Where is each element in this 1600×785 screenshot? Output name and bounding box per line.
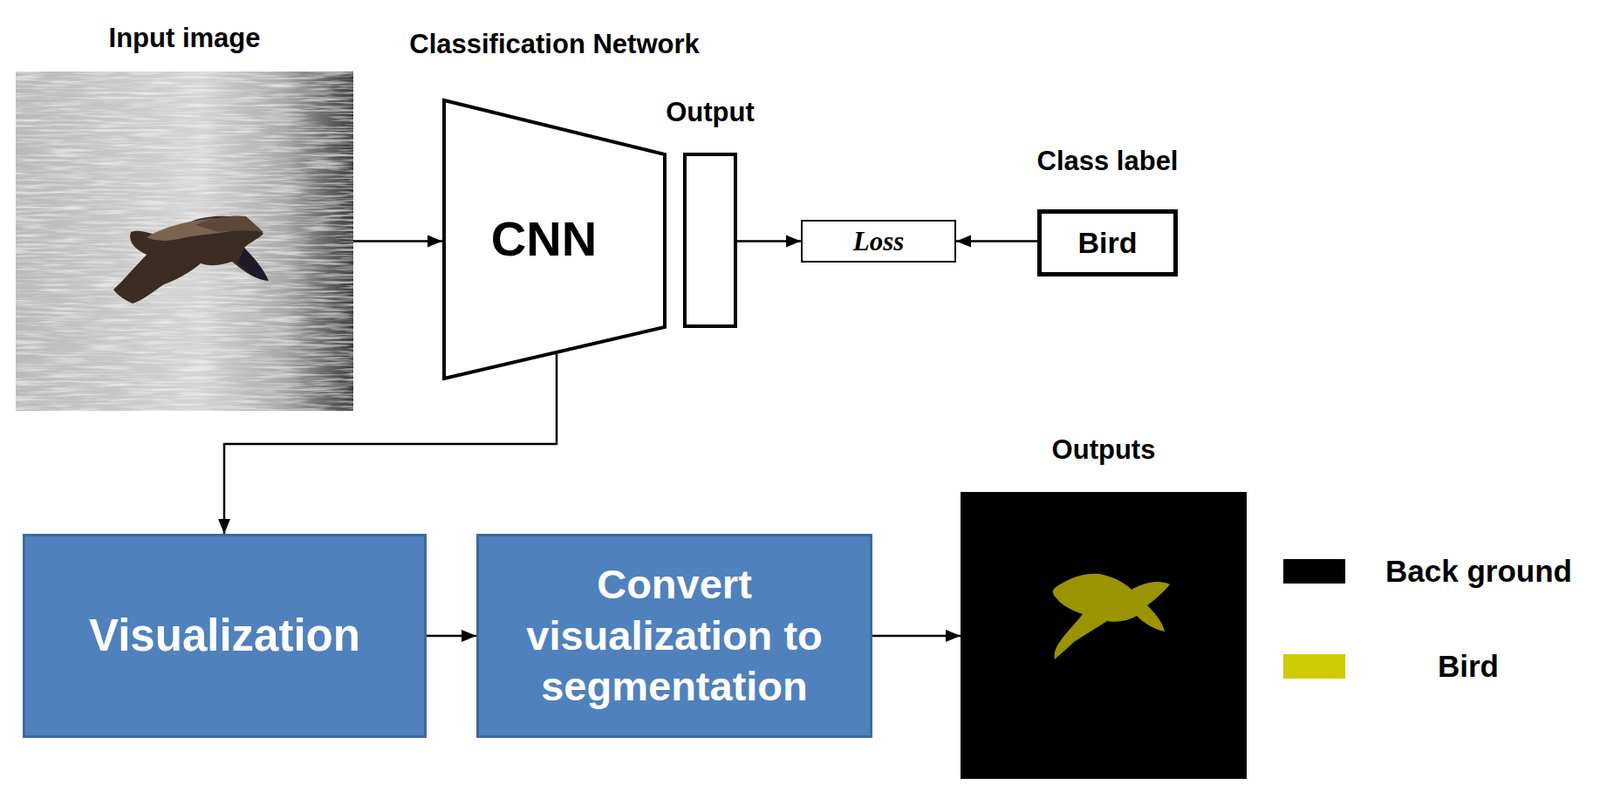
image-panel: Outputs [960, 492, 1247, 780]
segmentation-output [960, 492, 1247, 780]
heading-label: Output [665, 96, 755, 129]
node-text: Bird [1078, 225, 1138, 260]
process-box: Convert visualization to segmentation [476, 533, 873, 739]
legend-swatch [1283, 654, 1346, 679]
arrow-connector [737, 239, 801, 243]
heading-label: Input image [109, 22, 261, 55]
loss-box: Loss [800, 219, 957, 263]
process-box: Visualization [22, 533, 427, 739]
node-text: CNN [491, 211, 597, 267]
output-vector: Output [683, 152, 738, 329]
heading-label: Class label [1037, 145, 1179, 178]
heading-label: Classification Network [409, 28, 699, 61]
node-text: Convert visualization to segmentation [486, 559, 862, 713]
arrow-connector [872, 635, 961, 638]
cnn-trapezoid: Classification NetworkCNN [442, 98, 667, 381]
legend-swatch [1283, 559, 1346, 584]
arrow-connector [426, 635, 477, 638]
node-text: Visualization [37, 610, 413, 663]
legend-text: Back ground [1385, 553, 1573, 589]
heading-label: Outputs [1052, 434, 1156, 466]
arrow-connector [956, 239, 1038, 243]
arrow-connector [353, 239, 443, 243]
input-photo [15, 71, 354, 411]
legend-text: Bird [1437, 649, 1499, 684]
image-panel: Input image [15, 71, 354, 411]
node-text: Loss [853, 225, 905, 258]
class-label-box: Class labelBird [1037, 209, 1178, 277]
arrow-connector [224, 352, 557, 534]
